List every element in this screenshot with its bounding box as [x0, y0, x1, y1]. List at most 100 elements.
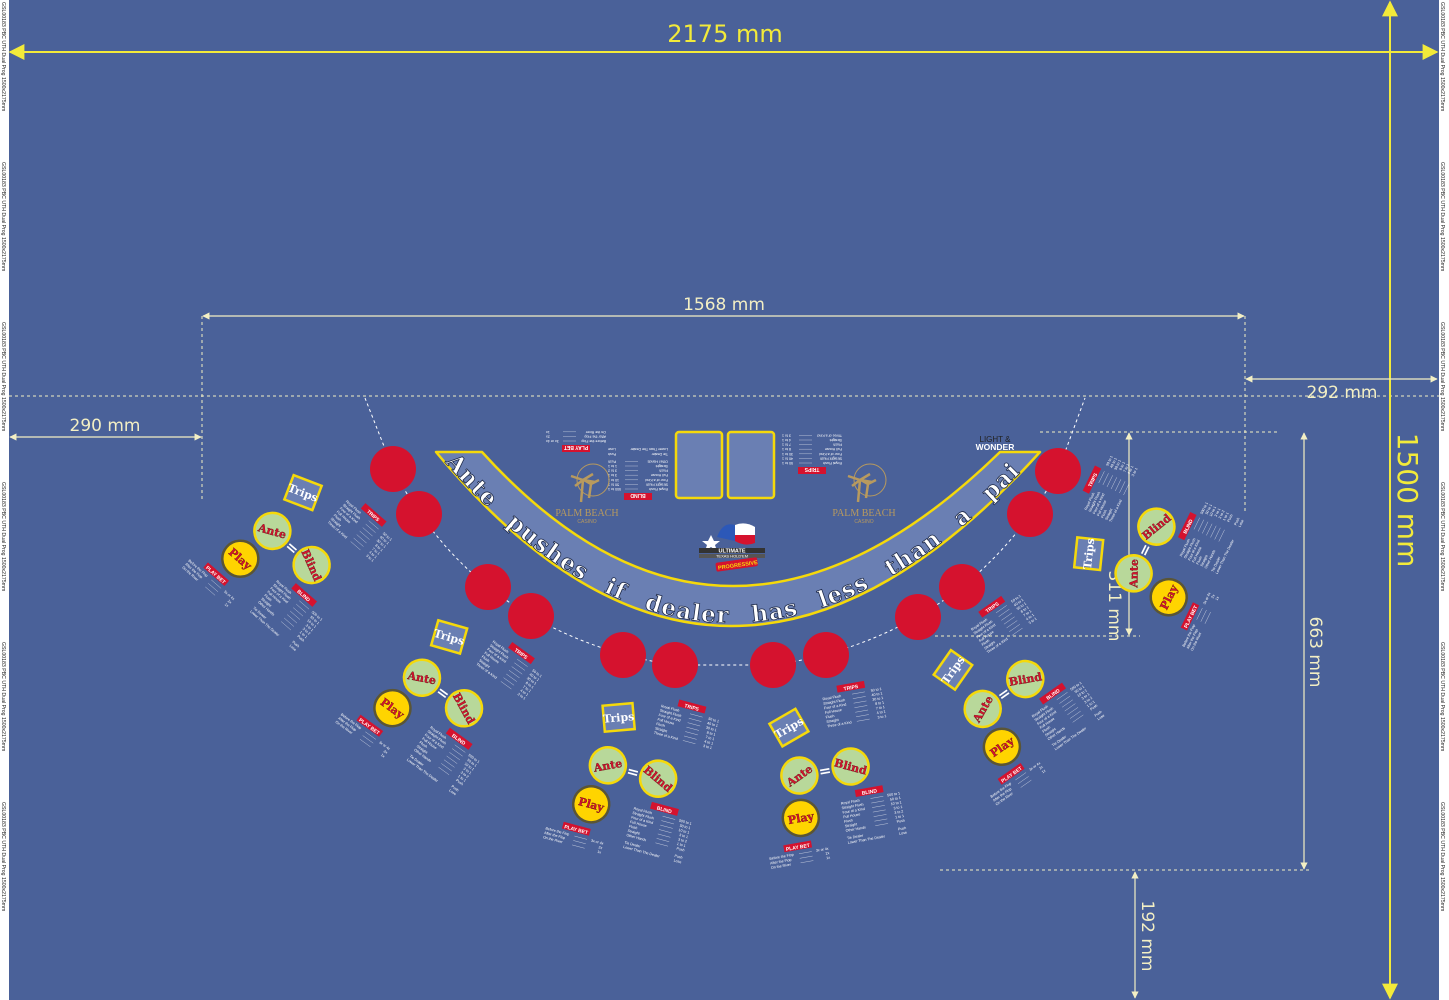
paytable-payout: 3 to 1 — [517, 692, 527, 701]
paytable-payout: Push — [296, 634, 305, 642]
paytable-payout: 7 to 1 — [522, 685, 532, 694]
paytable-payout: Push — [291, 640, 300, 648]
bet-spot-circle[interactable] — [939, 564, 985, 610]
paytable-leader — [1062, 699, 1073, 708]
paytable-payout: 50 to 1 — [466, 758, 477, 768]
paytable-hand: Flush — [844, 818, 853, 823]
paytable-leader — [686, 726, 700, 731]
bet-spot-circle[interactable] — [750, 642, 796, 688]
paytable-hand: Before the Flop — [581, 439, 606, 443]
paytable-leader — [281, 621, 292, 631]
bet-spot-circle[interactable] — [370, 446, 416, 492]
blind-bet-spot[interactable]: Blind — [830, 746, 872, 788]
ante-bet-spot[interactable]: Ante — [958, 684, 1008, 734]
paytable-leader — [660, 824, 673, 829]
border-label: GSL00183 PBC UTH Dual Prog 1500x2175mm — [0, 162, 6, 271]
trips-bet-spot[interactable]: Trips — [767, 707, 811, 749]
blind-bet-spot[interactable]: Blind — [1132, 503, 1180, 551]
trips-diamond — [931, 648, 974, 692]
trips-bet-spot[interactable]: Trips — [601, 701, 637, 734]
paytable-payout: 8 to 1 — [1020, 605, 1030, 613]
ante-bet-spot[interactable]: Ante — [586, 743, 630, 787]
blind-bet-spot[interactable]: Blind — [439, 683, 489, 733]
dimension-bottom-margin: 192 mm — [1131, 871, 1157, 999]
paytable-leader — [365, 524, 376, 533]
paytable-hand: Other Hands — [626, 833, 647, 842]
paytable-payout: 7 to 1 — [782, 443, 791, 447]
play-label: Play — [787, 810, 815, 827]
paytable-payout: 3 to 2 — [1218, 510, 1226, 520]
paytable-payout: 500 to 1 — [311, 610, 323, 622]
paytable-hand: Royal Flush — [841, 798, 860, 805]
bet-spot-circle[interactable] — [803, 632, 849, 678]
paytable-hand: Other Hands — [647, 459, 668, 463]
ante-bet-spot[interactable]: Ante — [779, 755, 821, 797]
ante-bet-spot[interactable]: Ante — [247, 506, 298, 557]
paytable-hand: Straight Flush — [659, 709, 681, 719]
paytable-title-badge — [1039, 682, 1067, 705]
play-bet-spot[interactable]: Play — [367, 683, 417, 733]
paytable-payout: 40 to 1 — [379, 535, 390, 545]
paytable-hand: Royal Flush — [823, 461, 842, 465]
bet-spot-circle[interactable] — [652, 642, 698, 688]
bet-spot-circle[interactable] — [508, 593, 554, 639]
paytable-payout: 30 to 1 — [872, 696, 884, 702]
paytable-hand: Full House — [825, 447, 842, 451]
bet-spot-circle[interactable] — [1035, 448, 1081, 494]
bet-circle-guide — [364, 397, 1086, 666]
blind-circle — [1137, 507, 1176, 546]
paytable-leader — [855, 709, 869, 713]
paytable-leader — [441, 763, 452, 772]
paytable-hand: Straight Flush — [823, 698, 846, 706]
blind-bet-spot[interactable]: Blind — [636, 757, 680, 801]
paytable-leader — [871, 800, 885, 804]
brand-name: PALM BEACH — [832, 508, 895, 519]
paytable-hand: Royal Flush — [1084, 492, 1096, 511]
paytable-payout: 4 to 1 — [704, 739, 714, 745]
bet-spot-circle[interactable] — [600, 632, 646, 678]
paytable-payout: Push — [676, 847, 685, 853]
paytable-hand: Flush — [659, 469, 668, 473]
paytable-title-badge — [508, 641, 535, 665]
bet-spot-circle[interactable] — [465, 564, 511, 610]
bet-spot-circle[interactable] — [1007, 491, 1053, 537]
paytable-payout: 8 to 1 — [374, 543, 383, 552]
paytable-payout: 8 to 1 — [782, 447, 791, 451]
paytable-leader — [368, 520, 379, 530]
play-bet-spot[interactable]: Play — [780, 797, 822, 839]
bet-spot-circle[interactable] — [895, 594, 941, 640]
paytable-payout: 50 to 1 — [382, 532, 393, 542]
play-bet-spot[interactable]: Play — [977, 722, 1027, 772]
paytable-leader — [1214, 527, 1221, 540]
paytable-hand: Three of a Kind — [827, 720, 852, 728]
trips-bet-spot[interactable]: Trips — [429, 618, 469, 656]
trips-bet-spot[interactable]: Trips — [931, 648, 974, 692]
blind-bet-spot[interactable]: Blind — [286, 540, 337, 591]
bet-spot-circle[interactable] — [396, 491, 442, 537]
paytable-hand: Tie Dealer — [651, 452, 668, 456]
play-bet-spot[interactable]: Play — [1145, 573, 1193, 621]
paytable-payout: 30 to 1 — [526, 676, 537, 686]
ante-label: Ante — [592, 757, 623, 775]
paytable-hand: Flush — [333, 513, 342, 522]
ante-circle — [1114, 554, 1153, 593]
paytable-payout: 500 to 1 — [608, 487, 621, 491]
trips-label: Trips — [1081, 538, 1097, 570]
dimension-right-margin: 292 mm — [1245, 375, 1438, 403]
play-bet-spot[interactable]: Play — [569, 782, 613, 826]
paytable-payout: 2x — [1038, 765, 1044, 771]
ante-bet-spot[interactable]: Ante — [1110, 549, 1158, 597]
ante-bet-spot[interactable]: Ante — [397, 653, 447, 703]
paytable-payout: 3 to 2 — [894, 809, 904, 815]
trips-bet-spot[interactable]: Trips — [1072, 536, 1105, 572]
paytable-payout: 30 to 1 — [705, 726, 717, 733]
play-bet-spot[interactable]: Play — [215, 533, 266, 584]
paytable-hand: Four of a Kind — [842, 807, 865, 815]
trips-bet-spot[interactable]: Trips — [282, 473, 324, 512]
blind-bet-spot[interactable]: Blind — [1000, 654, 1050, 704]
